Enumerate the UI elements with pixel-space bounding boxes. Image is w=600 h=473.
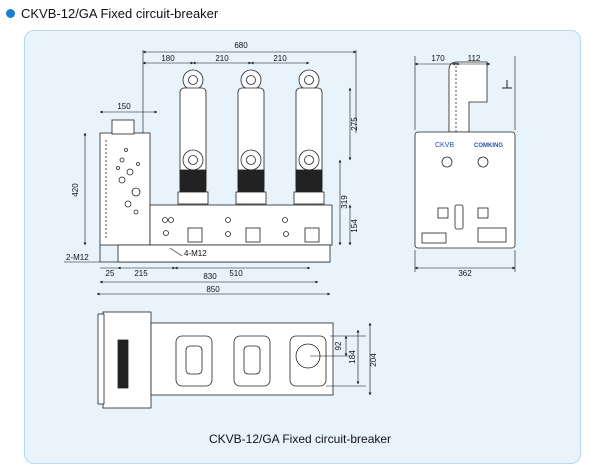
dim-850: 850 <box>206 285 220 294</box>
side-bushing <box>448 61 488 133</box>
frame-base <box>149 204 333 246</box>
dim-319: 319 <box>340 195 349 209</box>
top-dimension-lines <box>310 322 372 396</box>
dim-25: 25 <box>106 269 115 278</box>
drawing-caption: CKVB-12/GA Fixed circuit-breaker <box>208 432 392 446</box>
dim-680: 680 <box>234 41 248 50</box>
pole-2 <box>235 69 267 205</box>
dim-150: 150 <box>117 102 131 111</box>
pole-3 <box>293 69 325 205</box>
dim-184: 184 <box>348 350 357 364</box>
front-dimension-lines <box>64 50 357 296</box>
side-labels: CKVB COMKING <box>435 142 503 149</box>
front-panel <box>414 131 516 249</box>
dim-362: 362 <box>458 269 472 278</box>
dim-210-b: 210 <box>273 54 287 63</box>
front-view <box>99 119 333 263</box>
bullet-dot-icon <box>6 8 15 18</box>
dim-210-a: 210 <box>215 54 229 63</box>
dim-204: 204 <box>369 353 378 367</box>
base-plate <box>117 244 331 263</box>
dim-170: 170 <box>431 54 445 63</box>
dim-510: 510 <box>229 269 243 278</box>
mechanism-box <box>99 132 151 246</box>
spring-coil <box>117 339 129 389</box>
dim-154: 154 <box>350 219 359 233</box>
dim-830: 830 <box>203 272 217 281</box>
side-view <box>414 61 516 249</box>
dim-2-m12: 2-M12 <box>66 253 89 262</box>
dim-92: 92 <box>334 341 343 350</box>
page-heading: CKVB-12/GA Fixed circuit-breaker <box>6 5 218 21</box>
side-dimension-lines <box>414 56 516 272</box>
front-dimension-text: 680 180 210 210 150 420 275 319 154 2-M1… <box>66 41 359 294</box>
brand-ckvb: CKVB <box>435 142 454 149</box>
page-title: CKVB-12/GA Fixed circuit-breaker <box>21 5 219 21</box>
dim-275: 275 <box>350 117 359 131</box>
mechanism-top-tab <box>111 119 135 135</box>
dim-215: 215 <box>134 269 148 278</box>
dim-112: 112 <box>468 54 481 63</box>
pole-1 <box>177 69 209 205</box>
dim-4-m12: 4-M12 <box>184 249 207 258</box>
top-view <box>97 311 334 409</box>
dim-180: 180 <box>161 54 175 63</box>
brand-comking: COMKING <box>474 143 503 149</box>
dim-420: 420 <box>71 183 80 197</box>
